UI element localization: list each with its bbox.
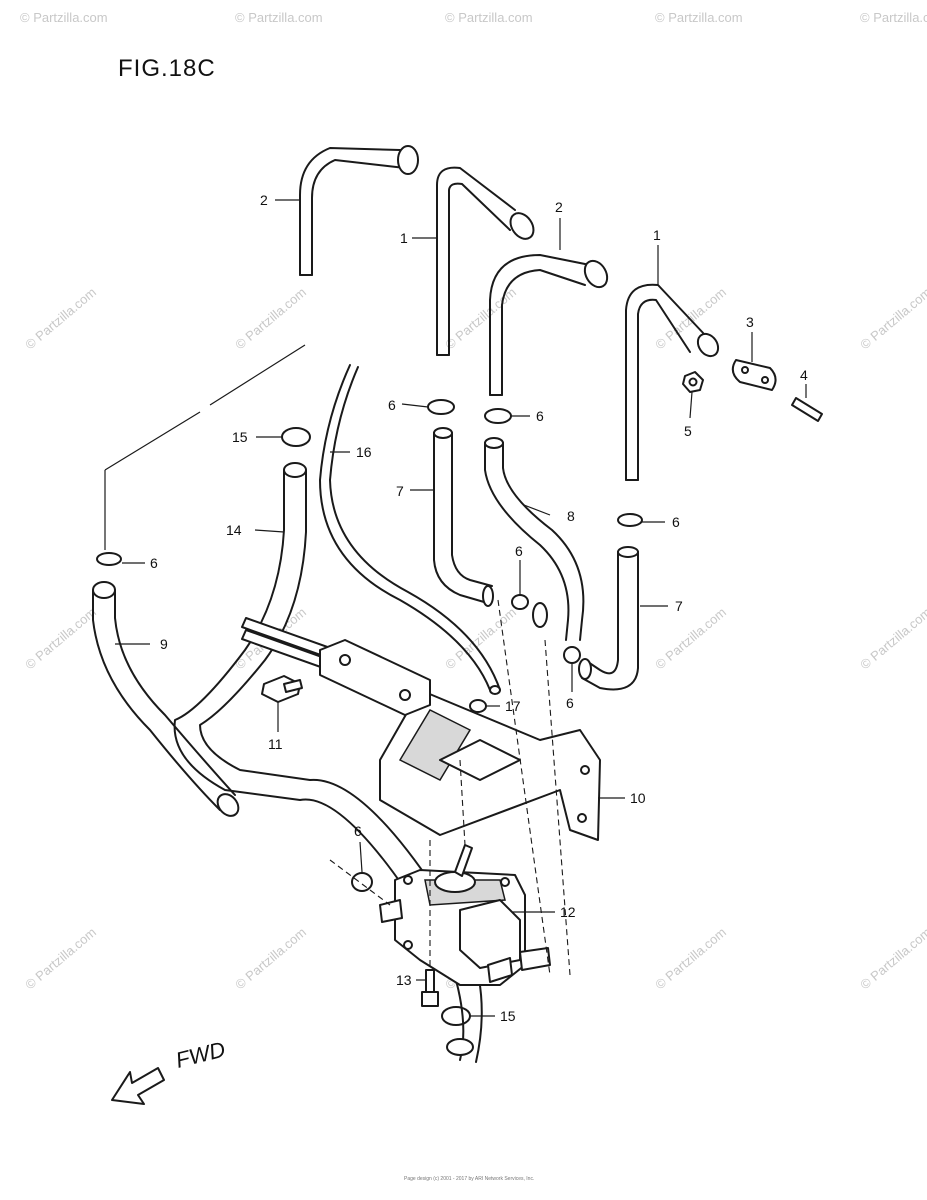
bracket-part-10 [379,689,601,841]
hose-9 [92,581,240,817]
fwd-arrow: FWD [111,1036,228,1105]
watermark: © Partzilla.com [232,284,309,352]
callout-6: 6 [515,543,523,559]
callout-labels: 2 1 2 1 3 4 5 6 6 6 6 6 6 6 7 7 8 9 10 1… [150,192,808,1024]
callout-12: 12 [560,904,576,920]
hose-1-right [625,283,720,481]
callout-11: 11 [268,736,283,752]
bolt-part-13 [421,969,439,1007]
hose-8 [484,437,585,641]
stud-part-4 [791,397,823,422]
callout-16: 16 [356,444,372,460]
callout-8: 8 [567,508,575,524]
watermark: © Partzilla.com [857,284,927,352]
callout-1: 1 [653,227,661,243]
hose-1-left [436,166,535,356]
hose-2-left [299,145,419,276]
callout-15: 15 [232,429,248,445]
watermark: © Partzilla.com [22,284,99,352]
watermark: © Partzilla.com [655,10,743,25]
hose-7-center [433,427,494,607]
watermark: © Partzilla.com [22,924,99,992]
watermark: © Partzilla.com [235,10,323,25]
watermark: © Partzilla.com [652,604,729,672]
air-valve-part-12 [379,844,551,986]
callout-5: 5 [684,423,692,439]
hose-7-right [578,546,639,691]
valve-plate-part-11 [261,639,431,716]
callout-9: 9 [160,636,168,652]
callout-7: 7 [396,483,404,499]
clamp-part-6 [96,399,643,892]
watermark: © Partzilla.com [652,924,729,992]
gasket-part-3 [731,359,777,391]
callout-17: 17 [505,698,521,714]
watermark: © Partzilla.com [857,924,927,992]
watermark: © Partzilla.com [442,284,519,352]
callout-6: 6 [354,823,362,839]
callout-2: 2 [555,199,563,215]
callout-6: 6 [566,695,574,711]
watermark: © Partzilla.com [445,10,533,25]
figure-title: FIG.18C [118,55,216,82]
fwd-label: FWD [173,1036,228,1072]
watermark: © Partzilla.com [232,924,309,992]
watermark: © Partzilla.com [857,604,927,672]
clamp-part-17 [469,699,487,713]
callout-1: 1 [400,230,408,246]
footer-text: Page design (c) 2001 - 2017 by ARI Netwo… [404,1176,534,1182]
callout-7: 7 [675,598,683,614]
callout-15: 15 [500,1008,516,1024]
leader-lines [104,199,807,1017]
callout-6: 6 [536,408,544,424]
watermark: © Partzilla.com [860,10,927,25]
callout-4: 4 [800,367,808,383]
callout-13: 13 [396,972,412,988]
callout-2: 2 [260,192,268,208]
callout-6: 6 [150,555,158,571]
callout-6: 6 [672,514,680,530]
watermark: © Partzilla.com [20,10,108,25]
callout-6: 6 [388,397,396,413]
hose-2-right [489,254,609,396]
callout-14: 14 [226,522,242,538]
watermark: © Partzilla.com [22,604,99,672]
callout-3: 3 [746,314,754,330]
nut-part-5 [682,371,704,393]
hose-16 [319,364,501,695]
watermark-layer: © Partzilla.com © Partzilla.com © Partzi… [20,10,927,992]
callout-10: 10 [630,790,646,806]
